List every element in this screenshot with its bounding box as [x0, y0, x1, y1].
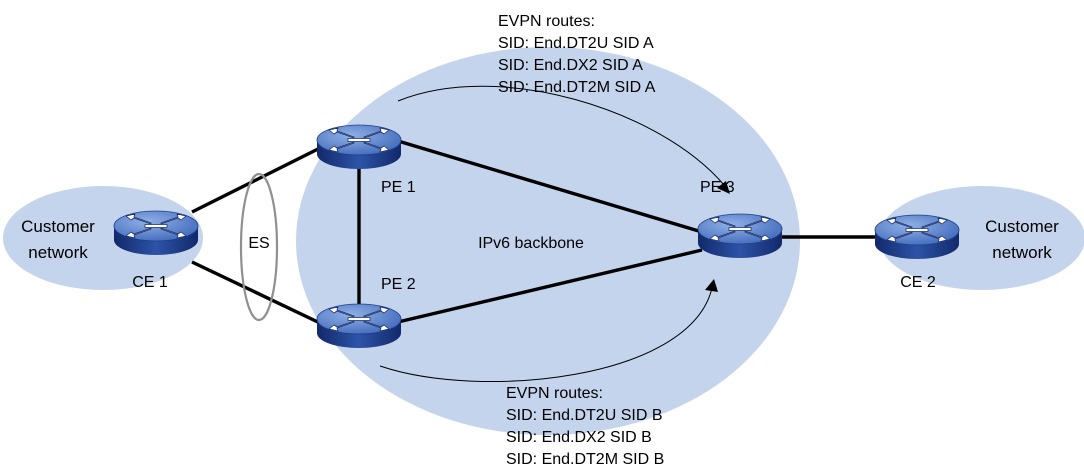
- ipv6-backbone-label: IPv6 backbone: [478, 235, 584, 252]
- routes-b-line: SID: End.DX2 SID B: [506, 429, 652, 446]
- routes-a-line: SID: End.DT2M SID A: [498, 79, 656, 96]
- router-icon: [113, 210, 199, 256]
- router-pe2: [316, 303, 402, 349]
- arrow-head-icon: [705, 279, 718, 292]
- customer-network-right-label-line2: network: [992, 243, 1052, 262]
- es-label: ES: [248, 235, 269, 252]
- node-label-ce2: CE 2: [900, 274, 936, 291]
- link-pe1-pe3: [397, 139, 703, 234]
- node-label-pe3: PE 3: [700, 179, 735, 196]
- router-icon: [316, 124, 402, 170]
- route-arrows: [379, 85, 725, 382]
- customer-network-right-cloud: [879, 186, 1084, 290]
- router-pe3: [697, 213, 783, 259]
- customer-network-left-label-line1: Customer: [21, 217, 95, 236]
- router-ce2: [874, 214, 960, 260]
- routes-b-line: SID: End.DT2M SID B: [506, 451, 664, 468]
- routes-a-title: EVPN routes:: [498, 13, 595, 30]
- routes-a-line: SID: End.DX2 SID A: [498, 57, 643, 74]
- link-ce1-pe1: [191, 145, 323, 214]
- router-icon: [316, 303, 402, 349]
- routes-b-line: SID: End.DT2U SID B: [506, 407, 663, 424]
- routes-a-line: SID: End.DT2U SID A: [498, 35, 654, 52]
- node-label-pe2: PE 2: [381, 276, 416, 293]
- router-pe1: [316, 124, 402, 170]
- link-pe2-pe3: [397, 248, 703, 324]
- node-label-pe1: PE 1: [381, 179, 416, 196]
- router-icon: [697, 213, 783, 259]
- route-arrow-pe2-to-pe3: [379, 287, 713, 382]
- link-ce1-pe2: [191, 260, 323, 326]
- router-ce1: [113, 210, 199, 256]
- router-icon: [874, 214, 960, 260]
- node-label-ce1: CE 1: [132, 274, 168, 291]
- routes-b-title: EVPN routes:: [506, 385, 603, 402]
- customer-network-left-label-line2: network: [28, 243, 88, 262]
- links: [191, 139, 880, 326]
- customer-network-right-label-line1: Customer: [985, 217, 1059, 236]
- arrow-head-icon: [717, 181, 730, 194]
- route-arrow-pe1-to-pe3: [397, 85, 725, 186]
- es-ring: [239, 172, 279, 322]
